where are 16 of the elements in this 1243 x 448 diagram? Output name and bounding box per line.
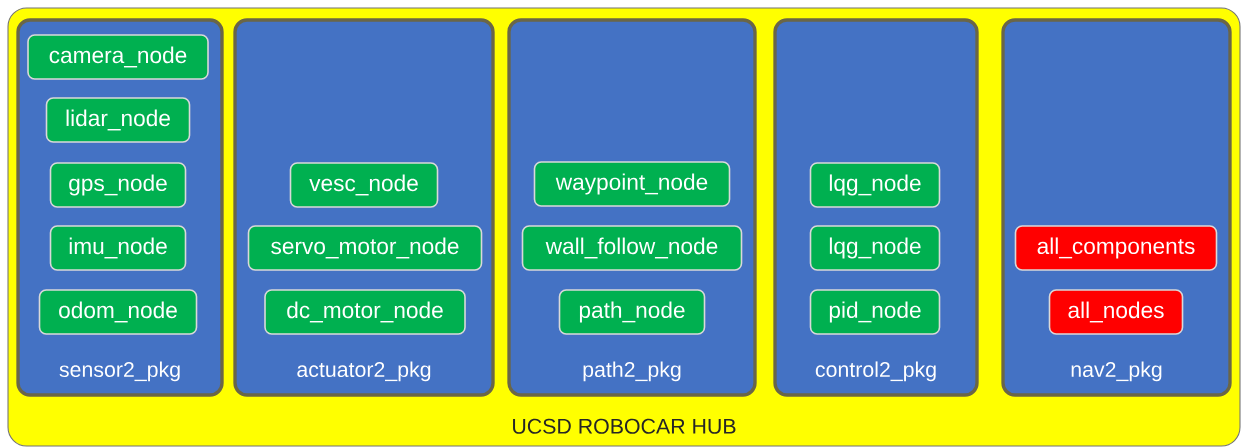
node-box: lidar_node (45, 97, 191, 143)
node-box: vesc_node (289, 162, 439, 208)
node-box: pid_node (809, 289, 941, 335)
node-box: waypoint_node (533, 161, 731, 207)
node-box: dc_motor_node (264, 289, 466, 335)
node-box: imu_node (49, 225, 187, 271)
node-box: camera_node (27, 34, 209, 80)
node-box: all_nodes (1048, 289, 1184, 335)
node-box: lqg_node (809, 225, 941, 271)
node-box: servo_motor_node (247, 225, 483, 271)
node-box: all_components (1014, 225, 1218, 271)
node-box: path_node (558, 289, 706, 335)
node-box: gps_node (49, 162, 187, 208)
node-box: odom_node (38, 289, 198, 335)
node-box: lqg_node (809, 162, 941, 208)
node-box: wall_follow_node (521, 225, 743, 271)
